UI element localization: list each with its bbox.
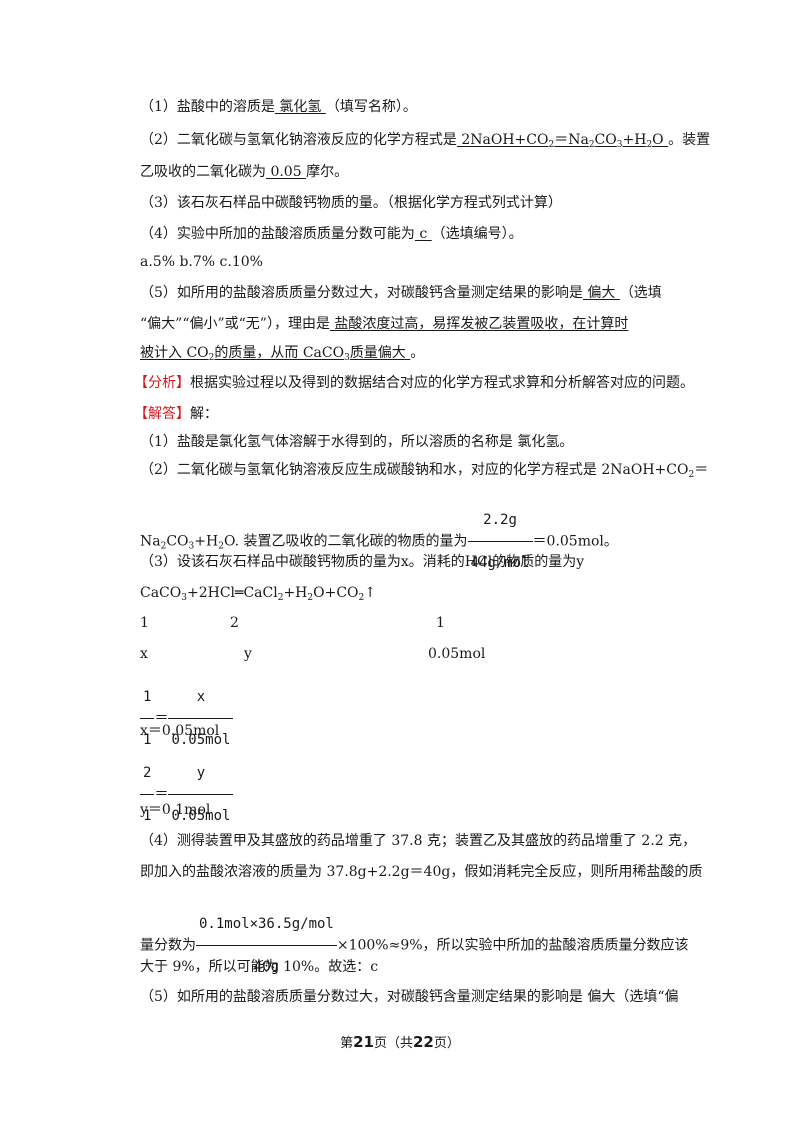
- q5-line3: 被计入 CO2的质量，从而 CaCO3质量偏大 。: [140, 345, 425, 363]
- q4-line: （4）实验中所加的盐酸溶质质量分数可能为 c （选填编号）。: [140, 226, 523, 242]
- analysis-tag: 【分析】: [134, 375, 190, 391]
- page-footer: 第21页（共22页）: [340, 1033, 460, 1051]
- s1-line: （1）盐酸是氯化氢气体溶解于水得到的，所以溶质的名称是 氯化氢。: [140, 434, 574, 450]
- q4-answer: c: [414, 226, 432, 242]
- q2-line2: 乙吸收的二氧化碳为 0.05 摩尔。: [140, 164, 349, 180]
- q5-line2: “偏大”“偏小”或“无”），理由是 盐酸浓度过高，易挥发被乙装置吸收，在计算时: [140, 316, 629, 332]
- q1-answer: 氯化氢: [274, 99, 326, 115]
- q5-answer: 偏大: [582, 285, 620, 301]
- q5-reason: 盐酸浓度过高，易挥发被乙装置吸收，在计算时: [329, 316, 629, 332]
- q4-options: a.5% b.7% c.10%: [140, 254, 263, 270]
- s3-x-result: x＝0.05mol: [140, 723, 220, 739]
- q2-answer2: 0.05: [266, 164, 307, 180]
- s4-line1: （4）测得装置甲及其盛放的药品增重了 37.8 克；装置乙及其盛放的药品增重了 …: [140, 833, 697, 849]
- s2-line1: （2）二氧化碳与氢氧化钠溶液反应生成碳酸钠和水，对应的化学方程式是 2NaOH+…: [140, 462, 709, 480]
- s4-line4: 大于 9%，所以可能为 10%。故选：c: [140, 959, 379, 975]
- analysis-line: 【分析】根据实验过程以及得到的数据结合对应的化学方程式求算和分析解答对应的问题。: [134, 375, 694, 391]
- q1-line: （1）盐酸中的溶质是 氯化氢 （填写名称）。: [140, 99, 417, 115]
- q2-answer: 2NaOH+CO2＝Na2CO3+H2O: [456, 132, 669, 150]
- answer-line: 【解答】解：: [134, 406, 218, 422]
- s4-line2: 即加入的盐酸浓溶液的质量为 37.8g+2.2g＝40g，假如消耗完全反应，则所…: [140, 864, 703, 880]
- s3-line1: （3）设该石灰石样品中碳酸钙物质的量为x。消耗的HCl的物质的量为y: [140, 554, 585, 570]
- q3-line: （3）该石灰石样品中碳酸钙物质的量。（根据化学方程式列式计算）: [140, 195, 562, 211]
- s5-line: （5）如所用的盐酸溶质质量分数过大，对碳酸钙含量测定结果的影响是 偏大（选填“偏: [140, 989, 679, 1005]
- q2-line: （2）二氧化碳与氢氧化钠溶液反应的化学方程式是 2NaOH+CO2＝Na2CO3…: [140, 132, 711, 150]
- s3-equation: CaCO3+2HCl═CaCl2+H2O+CO2↑: [140, 585, 376, 603]
- s3-y-result: y＝0.1mol: [140, 802, 211, 818]
- q5-line: （5）如所用的盐酸溶质质量分数过大，对碳酸钙含量测定结果的影响是 偏大 （选填: [140, 285, 662, 301]
- answer-tag: 【解答】: [134, 406, 190, 422]
- q5-reason-cont: 被计入 CO2的质量，从而 CaCO3质量偏大: [140, 345, 411, 363]
